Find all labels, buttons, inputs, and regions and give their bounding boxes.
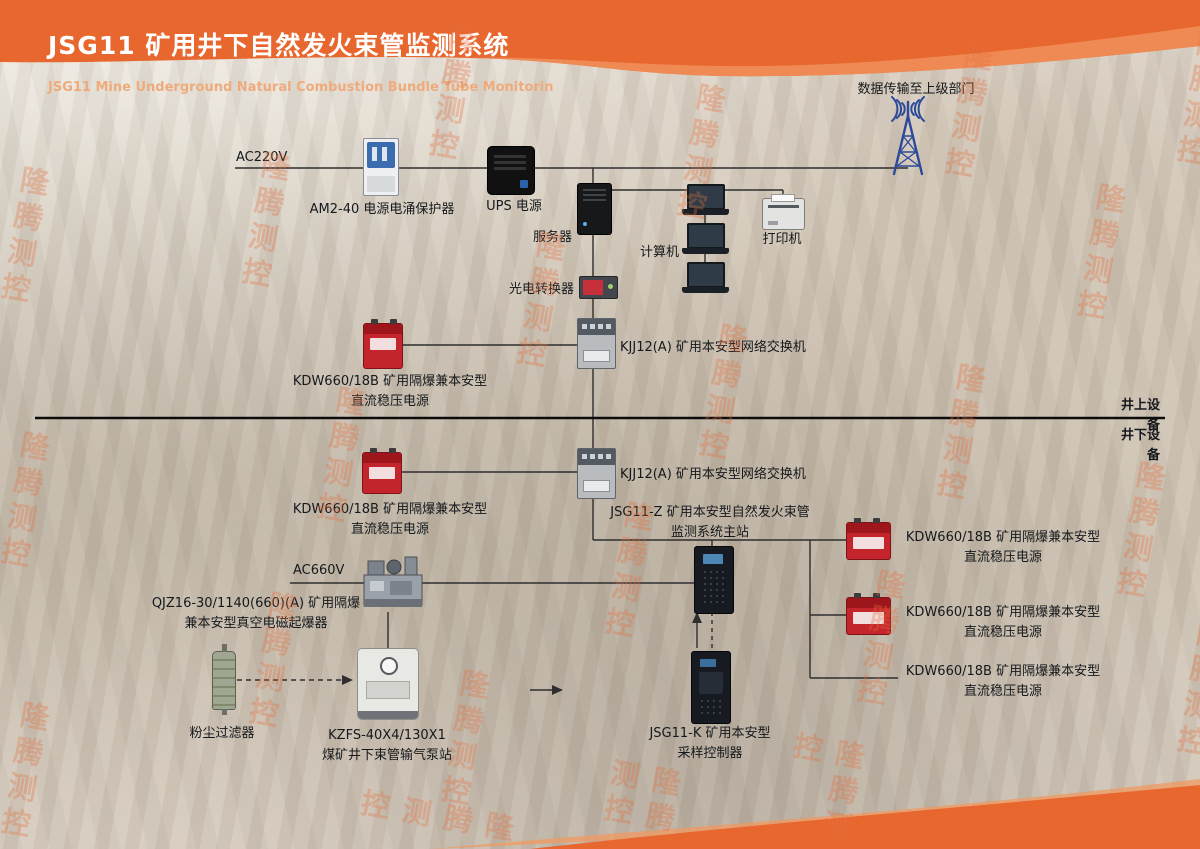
psu-band (363, 453, 401, 463)
surge-protector-label: AM2-40 电源电涌保护器 (309, 202, 455, 217)
radio-tower-icon (891, 96, 925, 176)
printer-panel (768, 221, 778, 225)
psu-terminals (370, 448, 377, 453)
ups-label: UPS 电源 (486, 199, 542, 214)
sampler-panel (699, 672, 723, 694)
station-screen (703, 554, 723, 564)
server-label: 服务器 (532, 230, 572, 245)
laptop-screen (686, 184, 725, 210)
dust-filter-label: 粉尘过滤器 (189, 726, 255, 741)
page-title: JSG11 矿用井下自然发火束管监测系统 (48, 31, 510, 60)
sampler-tube-panel (699, 698, 723, 715)
server-device (577, 183, 612, 235)
ups-device (487, 146, 535, 195)
network-switch-top-device (577, 318, 616, 369)
printer-paper (771, 194, 795, 202)
server-vents (583, 189, 606, 191)
pump-base (358, 711, 418, 719)
dc-psu-top-label: KDW660/18B 矿用隔爆兼本安型 直流稳压电源 (292, 374, 488, 409)
psu-terminals (854, 593, 861, 598)
sampling-controller-cabinet (691, 651, 731, 724)
dust-filter-device (212, 644, 236, 715)
dc-psu-bottom-device (362, 448, 402, 494)
switch-nameplate (583, 480, 610, 492)
switch-ports (582, 454, 587, 459)
psu-nameplate (853, 612, 884, 624)
printer-device (762, 194, 805, 230)
page-subtitle: JSG11 Mine Underground Natural Combustio… (48, 80, 554, 95)
pump-station-cabinet (357, 648, 419, 720)
pump-gauge (380, 657, 398, 675)
ac660v-label: AC660V (293, 563, 345, 578)
switch-top-band (578, 449, 615, 465)
vacuum-starter-device (363, 556, 423, 607)
uplink-label: 数据传输至上级部门 (857, 82, 975, 97)
computer-label: 计算机 (639, 245, 679, 260)
switch-top-band (578, 319, 615, 335)
optical-converter-device (579, 276, 618, 299)
laptop-base (682, 287, 729, 293)
psu-nameplate (369, 467, 395, 479)
dc-psu-top-device (363, 319, 403, 369)
pump-panel (366, 681, 410, 699)
station-tube-panel (702, 569, 726, 605)
psu-nameplate (853, 537, 884, 549)
dc-psu-right1-device (846, 518, 891, 560)
dc-psu-right1-label: KDW660/18B 矿用隔爆兼本安型 直流稳压电源 (905, 530, 1101, 565)
surface-equipment-label: 井上设备 (1120, 398, 1160, 433)
optical-converter-face (583, 280, 603, 295)
optical-converter-led (608, 284, 613, 289)
laptop-icon (682, 262, 729, 293)
laptop-screen (686, 262, 725, 288)
ups-indicator (520, 180, 528, 188)
psu-nameplate (370, 338, 396, 350)
dc-psu-bottom-label: KDW660/18B 矿用隔爆兼本安型 直流稳压电源 (292, 502, 488, 537)
psu-terminals (854, 518, 861, 523)
main-station-label: JSG11-Z 矿用本安型自然发火束管 监测系统主站 (610, 505, 810, 540)
surge-protector-slots (372, 147, 377, 161)
vacuum-starter-label: QJZ16-30/1140(660)(A) 矿用隔爆 兼本安型真空电磁起爆器 (151, 596, 361, 631)
laptop-screen (686, 223, 725, 249)
laptop-icon (682, 184, 729, 215)
psu-band (364, 324, 402, 334)
sampling-controller-label: JSG11-K 矿用本安型 采样控制器 (649, 726, 771, 761)
surge-protector-face (367, 142, 395, 168)
main-station-cabinet (694, 546, 734, 614)
ac220v-label: AC220V (236, 150, 288, 165)
laptop-icon (682, 223, 729, 254)
psu-band (847, 598, 890, 608)
laptop-base (682, 248, 729, 254)
dc-psu-right2-device (846, 593, 891, 635)
ups-vents (494, 155, 526, 158)
dc-psu-right3-label: KDW660/18B 矿用隔爆兼本安型 直流稳压电源 (905, 664, 1101, 699)
network-switch-bottom-device (577, 448, 616, 499)
surge-protector-device (363, 138, 399, 196)
optical-converter-label: 光电转换器 (508, 282, 574, 297)
sampler-screen (700, 659, 716, 667)
network-switch-top-label: KJJ12(A) 矿用本安型网络交换机 (620, 340, 806, 355)
dc-psu-right2-label: KDW660/18B 矿用隔爆兼本安型 直流稳压电源 (905, 605, 1101, 640)
psu-band (847, 523, 890, 533)
printer-slot (768, 205, 799, 208)
printer-label: 打印机 (762, 232, 802, 247)
surge-protector-base (367, 176, 395, 192)
server-led (583, 222, 587, 226)
psu-terminals (371, 319, 378, 324)
switch-nameplate (583, 350, 610, 362)
switch-ports (582, 324, 587, 329)
underground-equipment-label: 井下设备 (1120, 428, 1160, 463)
pump-station-label: KZFS-40X4/130X1 煤矿井下束管输气泵站 (321, 728, 453, 763)
network-switch-bottom-label: KJJ12(A) 矿用本安型网络交换机 (620, 467, 806, 482)
laptop-base (682, 209, 729, 215)
